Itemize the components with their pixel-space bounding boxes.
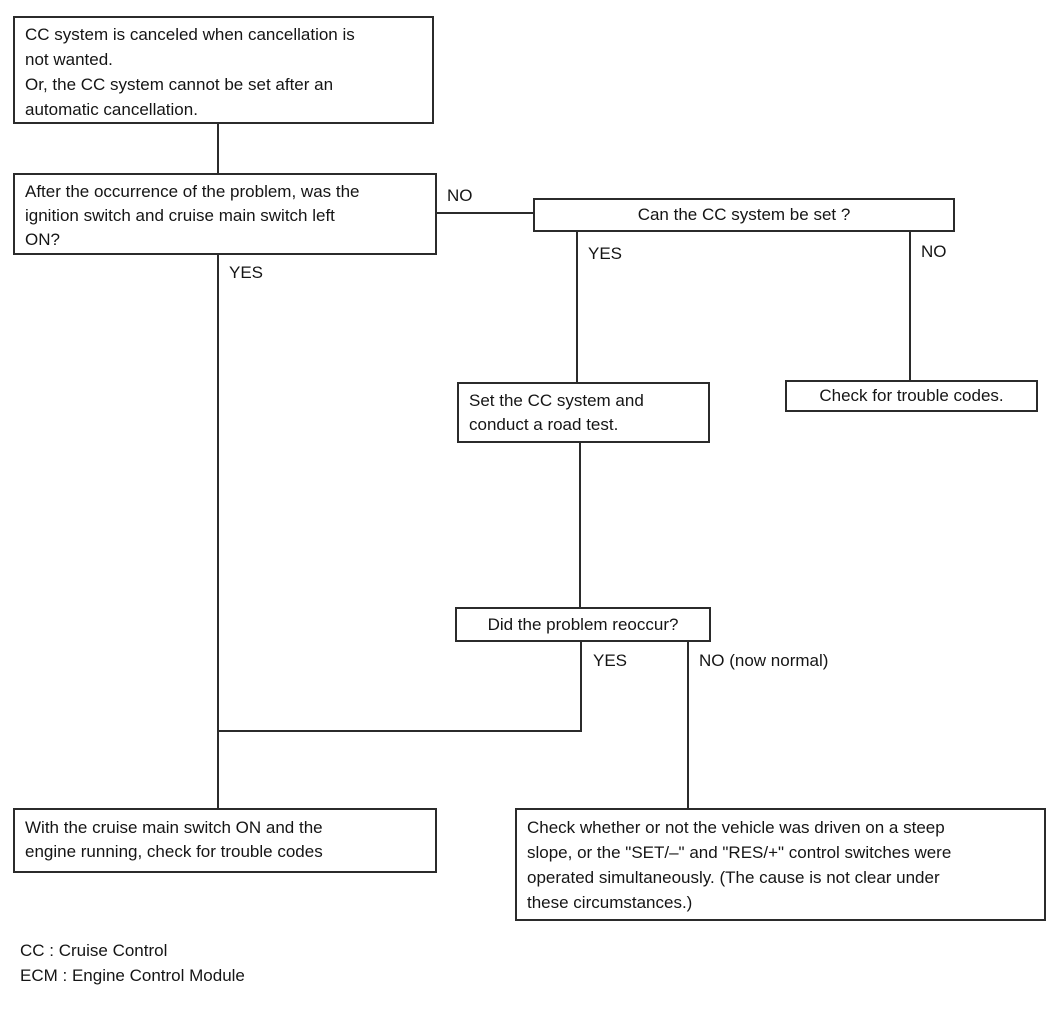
node-cruise-on-check: With the cruise main switch ON and the e… xyxy=(13,808,437,873)
connector-canset-no-vertical xyxy=(909,230,911,380)
connector-reoccur-yes-horizontal xyxy=(217,730,582,732)
node-ignition-question: After the occurrence of the problem, was… xyxy=(13,173,437,255)
edge-label-no-ignition: NO xyxy=(447,186,473,205)
connector-ignition-yes-vertical xyxy=(217,255,219,808)
connector-reoccur-yes-vertical xyxy=(580,642,582,732)
edge-label-yes-reoccur: YES xyxy=(593,651,628,670)
edge-label-no-reoccur: NO (now normal) xyxy=(699,651,829,670)
connector-canset-yes-vertical xyxy=(576,232,578,382)
abbreviation-legend: CC : Cruise Control ECM : Engine Control… xyxy=(20,938,245,988)
node-reoccur-question: Did the problem reoccur? xyxy=(455,607,711,642)
node-set-road-test: Set the CC system and conduct a road tes… xyxy=(457,382,710,443)
node-symptom: CC system is canceled when cancellation … xyxy=(13,16,434,124)
edge-label-yes-can-set: YES xyxy=(588,244,623,263)
legend-line-ecm: ECM : Engine Control Module xyxy=(20,966,245,985)
edge-label-no-can-set: NO xyxy=(921,242,947,261)
edge-label-yes-ignition: YES xyxy=(229,263,264,282)
node-steep-slope-check: Check whether or not the vehicle was dri… xyxy=(515,808,1046,921)
legend-line-cc: CC : Cruise Control xyxy=(20,941,168,960)
node-can-set-question: Can the CC system be set ? xyxy=(533,198,955,232)
node-check-trouble-codes: Check for trouble codes. xyxy=(785,380,1038,412)
connector-ignition-no-horizontal xyxy=(437,212,533,214)
connector-roadtest-to-reoccur xyxy=(579,443,581,607)
connector-reoccur-no-vertical xyxy=(687,642,689,808)
connector-symptom-to-ignition xyxy=(217,124,219,173)
